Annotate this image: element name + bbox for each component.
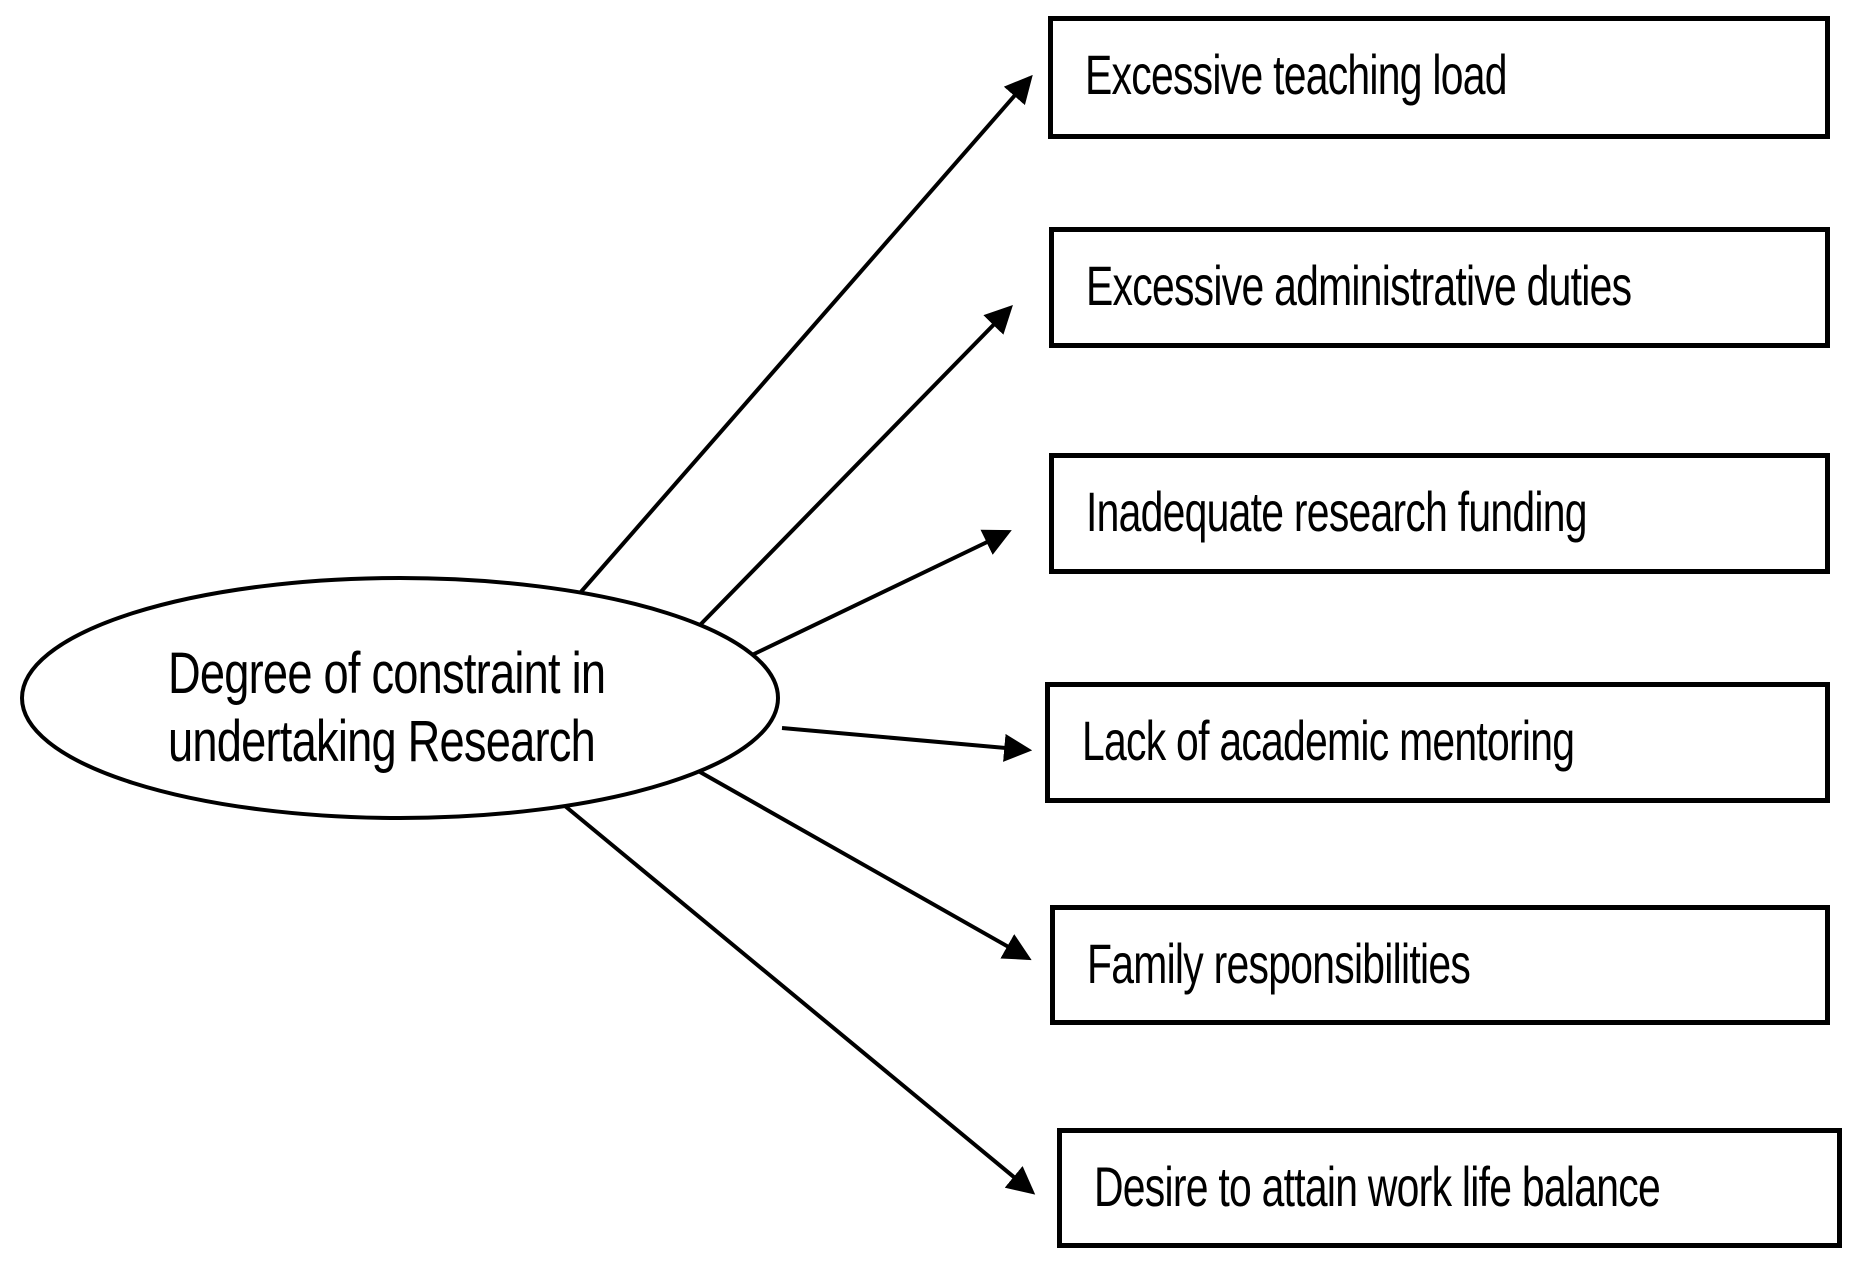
arrow-to-excessive-teaching-load <box>578 74 1033 595</box>
factor-box-excessive-administrative-duties: Excessive administrative duties <box>1049 227 1830 348</box>
central-node-label-line2: undertaking Research <box>168 709 596 774</box>
arrow-to-desire-work-life-balance <box>563 804 1036 1195</box>
central-node-ellipse <box>20 576 780 820</box>
factor-box-desire-work-life-balance: Desire to attain work life balance <box>1057 1128 1842 1248</box>
arrow-to-inadequate-research-funding <box>751 529 1012 657</box>
central-node-label-line1: Degree of constraint in <box>168 641 606 706</box>
central-node-label: Degree of constraint in undertaking Rese… <box>168 640 606 776</box>
factor-box-lack-of-academic-mentoring: Lack of academic mentoring <box>1045 682 1830 803</box>
factor-label: Family responsibilities <box>1087 932 1471 995</box>
factor-label: Lack of academic mentoring <box>1082 709 1575 772</box>
factor-label: Excessive teaching load <box>1085 43 1508 106</box>
factor-label: Excessive administrative duties <box>1086 254 1632 317</box>
factor-label: Desire to attain work life balance <box>1094 1155 1661 1218</box>
factor-box-inadequate-research-funding: Inadequate research funding <box>1049 453 1830 574</box>
arrow-to-excessive-administrative-duties <box>698 304 1013 627</box>
factor-box-family-responsibilities: Family responsibilities <box>1050 905 1830 1025</box>
factor-box-excessive-teaching-load: Excessive teaching load <box>1048 16 1830 139</box>
factor-label: Inadequate research funding <box>1086 480 1588 543</box>
arrow-to-lack-of-academic-mentoring <box>781 726 1033 762</box>
arrow-to-family-responsibilities <box>699 770 1032 961</box>
